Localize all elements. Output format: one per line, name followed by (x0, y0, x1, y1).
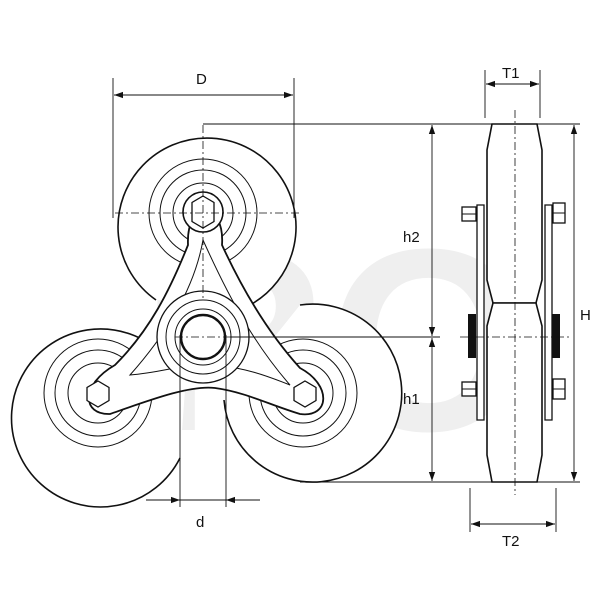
side-bolt-top-left (461, 206, 477, 222)
label-T1: T1 (502, 65, 520, 82)
side-hub-spacer-right (552, 314, 560, 358)
label-H: H (580, 307, 591, 324)
side-bolt-bottom-left (461, 381, 477, 397)
side-view (460, 110, 570, 495)
label-D: D (196, 71, 207, 88)
label-d: d (196, 514, 204, 531)
side-bracket-plate-right (544, 204, 553, 421)
side-hub-spacer-left (468, 314, 476, 358)
front-center-lines (115, 125, 300, 338)
side-wheel-upper (486, 123, 543, 304)
side-bracket-plate-left (476, 204, 485, 421)
side-bolt-top-right (552, 202, 566, 224)
side-wheel-lower (486, 302, 543, 483)
side-bolt-bottom-right (552, 378, 566, 400)
front-view (10, 125, 403, 508)
label-h2: h2 (403, 229, 420, 246)
label-T2: T2 (502, 533, 520, 550)
dimensions (112, 70, 580, 532)
label-h1: h1 (403, 391, 420, 408)
